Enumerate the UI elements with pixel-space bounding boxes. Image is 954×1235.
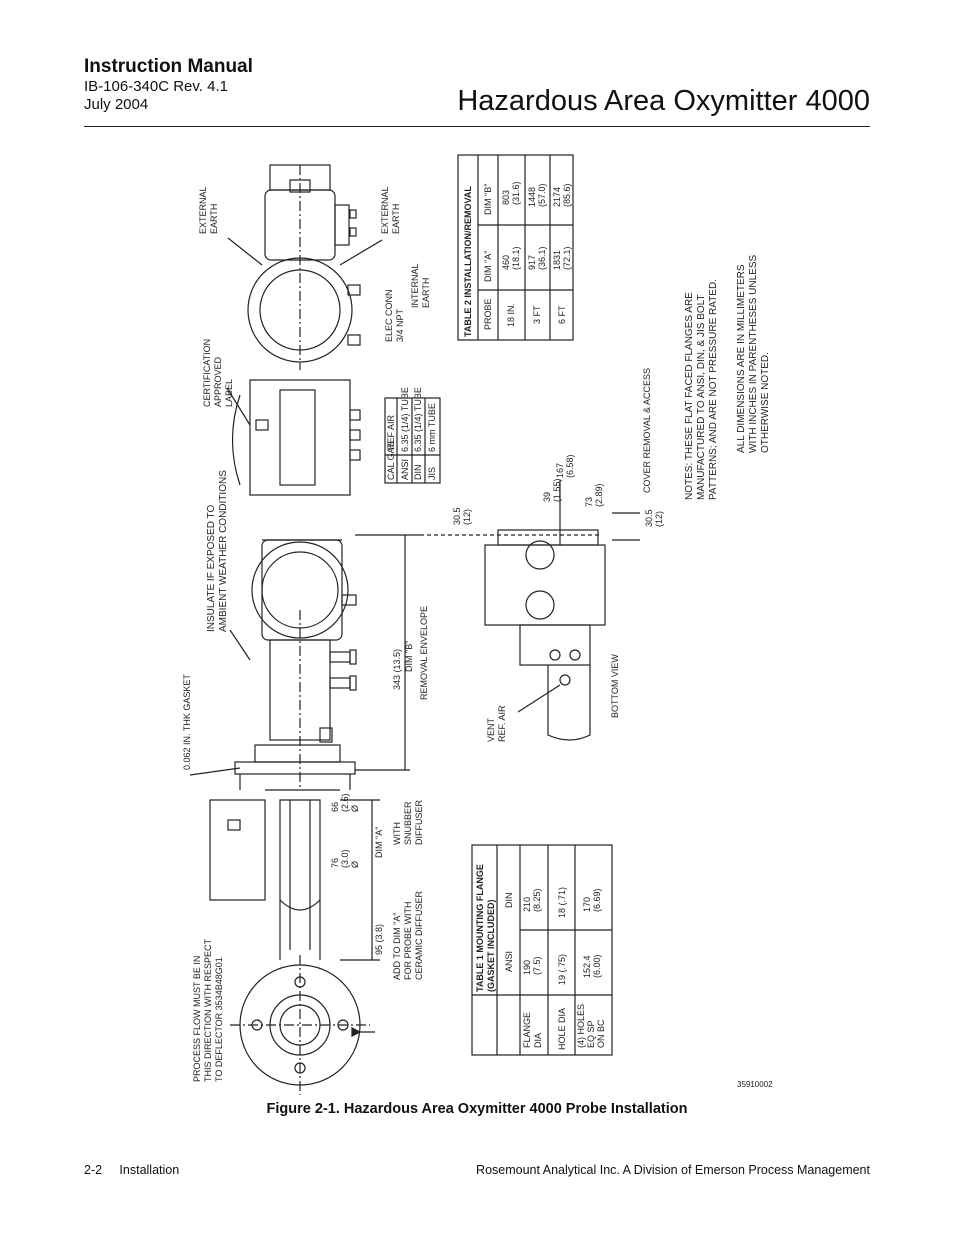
notes-2-label: ALL DIMENSIONS ARE IN MILLIMETERSWITH IN…	[736, 254, 771, 453]
table1-row3-ansi: 152.4(6.00)	[582, 954, 602, 978]
table1-row2-din: 18 (.71)	[557, 887, 567, 918]
internal-earth-label: INTERNALEARTH	[410, 263, 431, 308]
external-earth-right-label: EXTERNALEARTH	[380, 186, 401, 234]
gas-table-frame	[384, 397, 441, 484]
external-earth-top-label: EXTERNALEARTH	[198, 186, 219, 234]
mounting-flange-drawing	[230, 955, 375, 1095]
cover-removal-label: COVER REMOVAL & ACCESS	[642, 368, 652, 493]
figure-caption: Figure 2-1. Hazardous Area Oxymitter 400…	[266, 1101, 688, 1117]
housing-end-view-drawing	[247, 164, 361, 370]
dim-167-label: 167(6.58)	[555, 454, 575, 478]
dim-305-b-label: 30.5(12)	[644, 509, 664, 527]
add-to-dim-a-label: ADD TO DIM "A"FOR PROBE WITHCERAMIC DIFF…	[392, 890, 424, 980]
dim-95-label: 95 (3.8)	[374, 924, 384, 955]
dia-76-label: 76(3.0)Ø	[330, 849, 360, 868]
table2-row2-dim-a: 917(36.1)	[527, 246, 547, 270]
probe-tube-drawing	[209, 789, 340, 960]
gas-row-jis-label: JIS	[427, 467, 437, 480]
table1-row1-label: FLANGEDIA	[522, 1012, 543, 1048]
gas-table-ref-header: REF AIR	[386, 414, 396, 450]
bottom-view-drawing	[484, 480, 640, 741]
dim-a-label: DIM "A"	[374, 827, 384, 858]
table2-col-dim-b: DIM "B"	[483, 184, 493, 215]
table2-row1-probe: 18 IN.	[506, 303, 516, 327]
gas-row-din-label: DIN	[413, 465, 423, 481]
elec-conn-label: ELEC CONN3/4 NPT	[384, 289, 405, 342]
gas-table-cal-header: CAL GAS	[386, 441, 396, 480]
product-title: Hazardous Area Oxymitter 4000	[457, 85, 870, 117]
table1-row2-label: HOLE DIA	[557, 1008, 567, 1050]
table2-row1-dim-b: 803(31.6)	[501, 181, 521, 205]
process-flow-label: PROCESS FLOW MUST BE INTHIS DIRECTION WI…	[192, 938, 224, 1082]
table2-row2-probe: 3 FT	[532, 305, 542, 324]
table2-row3-probe: 6 FT	[557, 305, 567, 324]
insulate-label: INSULATE IF EXPOSED TOAMBIENT WEATHER CO…	[206, 470, 229, 632]
dim-305-a-label: 30.5(12)	[452, 507, 472, 525]
dim-343-label: 343 (13.5)	[392, 649, 402, 690]
with-snubber-label: WITHSNUBBERDIFFUSER	[392, 799, 424, 845]
table2-col-probe: PROBE	[483, 298, 493, 330]
table2-row1-dim-a: 460(18.1)	[501, 246, 521, 270]
table1-row3-din: 170(6.69)	[582, 888, 602, 912]
electronics-housing-drawing	[251, 539, 357, 641]
table1-col-din: DIN	[504, 893, 514, 909]
table2-frame	[457, 154, 574, 341]
header-left: Instruction Manual IB-106-340C Rev. 4.1 …	[84, 56, 253, 114]
gas-row-din-value: 6.35 (1/4) TUBE	[413, 387, 423, 452]
notes-1-label: NOTES: THESE FLAT FACED FLANGES AREMANUF…	[684, 279, 719, 500]
table1-row3-label: (4) HOLESEQ SPON BC	[576, 1004, 606, 1048]
table1-row1-ansi: 190(7.5)	[522, 956, 542, 975]
gas-row-jis-value: 6 mm TUBE	[427, 403, 437, 452]
dim-b-label: DIM "B"	[404, 641, 414, 672]
table2-row3-dim-b: 2174(85.6)	[552, 183, 572, 207]
removal-envelope-label: REMOVAL ENVELOPE	[419, 606, 429, 700]
label-housing-drawing	[231, 379, 361, 496]
table2-title: TABLE 2 INSTALLATION/REMOVAL	[463, 186, 473, 337]
table1-col-ansi: ANSI	[504, 951, 514, 972]
probe-body-drawing	[269, 610, 357, 790]
table2-row3-dim-a: 1831(72.1)	[552, 246, 572, 270]
table1-row2-ansi: 19 (.75)	[557, 954, 567, 985]
header-rule	[84, 126, 870, 127]
dim-73-label: 73(2.89)	[584, 483, 604, 507]
dia-66-label: 66(2.6)Ø	[330, 793, 360, 812]
certification-label: CERTIFICATIONAPPROVEDLABEL	[202, 339, 234, 407]
gasket-label: 0.062 IN. THK GASKET	[182, 674, 192, 770]
doc-number: IB-106-340C Rev. 4.1	[84, 78, 228, 95]
table1-title: TABLE 1 MOUNTING FLANGE(GASKET INCLUDED)	[475, 864, 496, 992]
bottom-view-label: BOTTOM VIEW	[610, 654, 620, 718]
doc-date: July 2004	[84, 96, 149, 113]
table2-col-dim-a: DIM "A"	[483, 251, 493, 282]
table1-frame	[471, 844, 613, 1056]
dim-39-label: 39(1.55)	[542, 478, 562, 502]
table1-row1-din: 210(8.25)	[522, 888, 542, 912]
table2-row2-dim-b: 1448(57.0)	[527, 183, 547, 207]
footer-left: 2-2 Installation	[84, 1163, 180, 1177]
drawing-number: 35910002	[737, 1080, 773, 1089]
vent-ref-air-label: VENTREF. AIR	[486, 705, 507, 742]
gas-row-ansi-value: 6.35 (1/4) TUBE	[400, 387, 410, 452]
footer-right: Rosemount Analytical Inc. A Division of …	[476, 1163, 870, 1177]
manual-title: Instruction Manual	[84, 56, 253, 77]
gas-row-ansi-label: ANSI	[400, 459, 410, 480]
